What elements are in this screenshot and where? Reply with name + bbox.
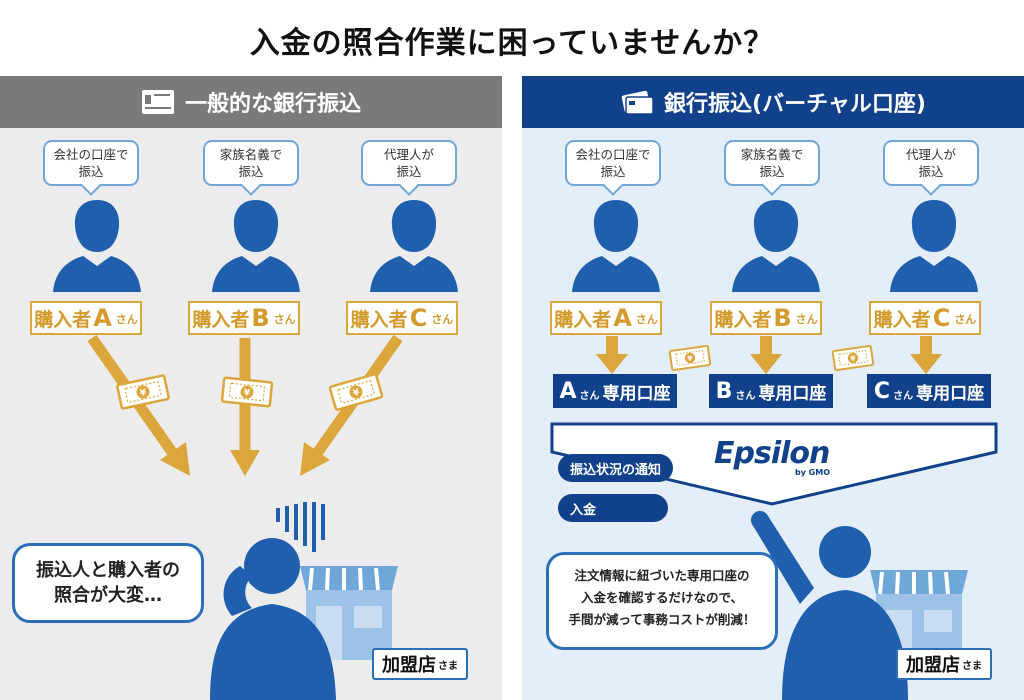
buyer-suffix: さん [635,313,658,326]
store-sign: 加盟店さま [896,648,992,680]
store-sign: 加盟店さま [372,648,468,680]
panel-header-label: 銀行振込(バーチャル口座) [664,92,926,117]
account-letter: A [559,378,577,404]
logo-text: Epsilon [714,436,830,471]
buyer-letter: B [251,304,270,332]
speech-bubble: 会社の口座で 振込 [43,140,139,186]
logo-by: by GMO [794,468,830,477]
person-silhouette-icon [572,200,660,292]
yen-bill-icon [831,344,875,372]
person-silhouette-icon [732,200,820,292]
speech-bubble: 家族名義で 振込 [724,140,820,186]
account-san: さん [579,391,600,402]
buyer-letter: C [932,304,951,332]
buyer-prefix: 購入者 [714,308,772,331]
panel-header-virtual: 銀行振込(バーチャル口座) [522,76,1024,128]
speech-bubble: 会社の口座で 振込 [565,140,661,186]
person-silhouette-icon [890,200,978,292]
buyer-prefix: 購入者 [192,308,250,331]
page-title: 入金の照合作業に困っていませんか？ [249,26,775,61]
speech-bubble: 家族名義で 振込 [203,140,299,186]
buyer-suffix: さん [431,313,454,326]
account-label: 専用口座 [916,383,985,404]
speech-bubble: 代理人が 振込 [883,140,979,186]
bubble-text: 家族名義で 振込 [740,147,804,179]
epsilon-funnel [550,422,998,506]
deposit-pill: 入金 [558,494,668,522]
account-label: 専用口座 [758,383,827,404]
arrow-down-icon [87,334,190,476]
arrow-down-icon [230,338,260,476]
stress-lines-icon [276,502,325,552]
store-label: 加盟店 [906,655,960,676]
account-label: 専用口座 [602,383,671,404]
pill-label: 入金 [570,502,597,518]
person-silhouette-icon [370,200,458,292]
bubble-text: 会社の口座で 振込 [575,147,651,179]
buyer-prefix: 購入者 [554,308,612,331]
buyer-prefix: 購入者 [34,308,92,331]
person-silhouette-icon [53,200,141,292]
bubble-text: 家族名義で 振込 [219,147,283,179]
store-suffix: さま [962,661,982,672]
bubble-text: 会社の口座で 振込 [53,147,129,179]
buyer-prefix: 購入者 [873,308,931,331]
callout-text: 注文情報に紐づいた専用口座の 入金を確認するだけなので、 手間が減って事務コスト… [568,568,756,627]
notification-pill: 振込状況の通知 [558,454,674,482]
buyer-suffix: さん [795,313,818,326]
buyer-letter: C [409,304,428,332]
callout-problem: 振込人と購入者の 照合が大変… [12,543,204,623]
bubble-text: 代理人が 振込 [383,147,434,179]
wallet-card-icon [621,90,654,115]
person-silhouette-icon [210,538,336,700]
buyer-letter: B [773,304,792,332]
store-label: 加盟店 [382,655,436,676]
person-silhouette-icon [212,200,300,292]
buyer-letter: A [93,304,112,332]
buyer-suffix: さん [273,313,296,326]
account-san: さん [735,391,756,402]
buyer-suffix: さん [115,313,138,326]
panel-header-standard: 一般的な銀行振込 [0,76,502,128]
yen-bill-icon [668,344,712,372]
account-letter: B [715,378,733,404]
callout-text: 振込人と購入者の 照合が大変… [36,560,180,606]
person-silhouette-icon [751,511,908,700]
buyer-prefix: 購入者 [350,308,408,331]
buyer-suffix: さん [954,313,977,326]
account-san: さん [893,391,914,402]
account-letter: C [873,378,891,404]
epsilon-logo: Epsilon by GMO [714,436,832,477]
bank-card-icon [141,90,174,114]
pill-label: 振込状況の通知 [570,462,662,478]
panel-header-label: 一般的な銀行振込 [184,92,361,117]
speech-bubble: 代理人が 振込 [361,140,457,186]
callout-benefit: 注文情報に紐づいた専用口座の 入金を確認するだけなので、 手間が減って事務コスト… [546,552,778,650]
yen-bill-icon [328,372,384,412]
bubble-text: 代理人が 振込 [905,147,956,179]
yen-bill-icon [220,376,274,408]
arrow-down-icon [596,336,942,374]
store-suffix: さま [438,661,458,672]
buyer-letter: A [613,304,632,332]
